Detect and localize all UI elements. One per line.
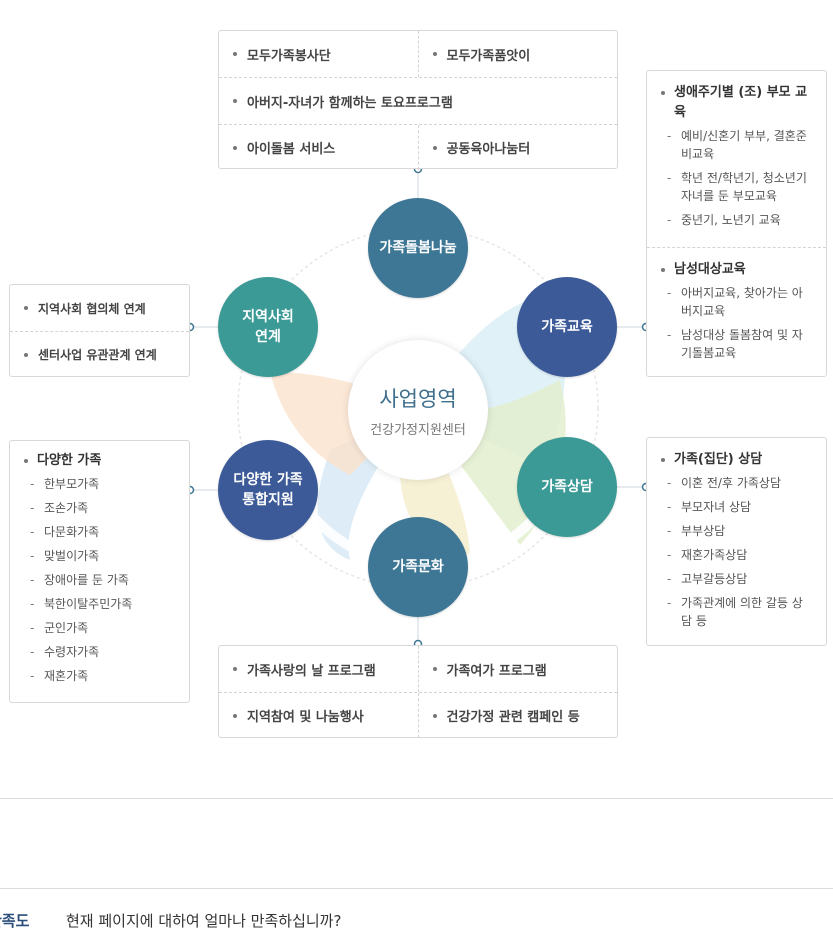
care-item: 아버지-자녀가 함께하는 토요프로그램 bbox=[219, 78, 617, 124]
counsel-section: 가족(집단) 상담 이혼 전/후 가족상담 부모자녀 상담 부부상담 재혼가족상… bbox=[647, 438, 826, 648]
list-item: 조손가족 bbox=[30, 499, 175, 517]
community-item: 지역사회 협의체 연계 bbox=[10, 285, 189, 331]
node-community-label: 지역사회 연계 bbox=[242, 309, 294, 345]
node-education: 가족교육 bbox=[517, 277, 617, 377]
center-subtitle: 건강가정지원센터 bbox=[370, 422, 466, 438]
culture-item: 가족여가 프로그램 bbox=[417, 646, 618, 692]
community-box: 지역사회 협의체 연계 센터사업 유관관계 연계 bbox=[9, 284, 190, 377]
node-care-label: 가족돌봄나눔 bbox=[379, 240, 457, 256]
center-hub: 사업영역 건강가정지원센터 bbox=[348, 340, 488, 480]
care-item: 공동육아나눔터 bbox=[417, 125, 618, 170]
center-title: 사업영역 bbox=[379, 386, 457, 411]
node-counsel: 가족상담 bbox=[517, 437, 617, 537]
diverse-title: 다양한 가족 bbox=[37, 453, 102, 468]
node-education-label: 가족교육 bbox=[541, 319, 593, 335]
list-item: 다문화가족 bbox=[30, 523, 175, 541]
education-section-title: 남성대상교육 bbox=[674, 262, 746, 277]
list-item: 부부상담 bbox=[667, 522, 812, 540]
list-item: 중년기, 노년기 교육 bbox=[667, 211, 812, 229]
culture-item: 가족사랑의 날 프로그램 bbox=[219, 646, 418, 692]
care-item: 모두가족봉사단 bbox=[219, 31, 418, 77]
education-section-title: 생애주기별 (조) 부모 교육 bbox=[674, 85, 808, 120]
list-item: 재혼가족 bbox=[30, 667, 175, 685]
list-item: 남성대상 돌봄참여 및 자기돌봄교육 bbox=[667, 326, 812, 362]
list-item: 예비/신혼기 부부, 결혼준비교육 bbox=[667, 127, 812, 163]
node-culture: 가족문화 bbox=[368, 517, 468, 617]
list-item: 이혼 전/후 가족상담 bbox=[667, 474, 812, 492]
list-item: 재혼가족상담 bbox=[667, 546, 812, 564]
culture-item: 지역참여 및 나눔행사 bbox=[219, 693, 418, 738]
list-item: 군인가족 bbox=[30, 619, 175, 637]
node-diverse-label: 다양한 가족 통합지원 bbox=[233, 472, 303, 508]
list-item: 고부갈등상담 bbox=[667, 570, 812, 588]
counsel-title: 가족(집단) 상담 bbox=[674, 452, 763, 467]
list-item: 장애아를 둔 가족 bbox=[30, 571, 175, 589]
diverse-section: 다양한 가족 한부모가족 조손가족 다문화가족 맞벌이가족 장애아를 둔 가족 … bbox=[10, 441, 189, 703]
list-item: 학년 전/학년기, 청소년기 자녀를 둔 부모교육 bbox=[667, 169, 812, 205]
diverse-box: 다양한 가족 한부모가족 조손가족 다문화가족 맞벌이가족 장애아를 둔 가족 … bbox=[9, 440, 190, 703]
care-box: 모두가족봉사단 모두가족품앗이 아버지-자녀가 함께하는 토요프로그램 아이돌봄… bbox=[218, 30, 618, 170]
list-item: 북한이탈주민가족 bbox=[30, 595, 175, 613]
list-item: 부모자녀 상담 bbox=[667, 498, 812, 516]
divider-top bbox=[0, 798, 833, 799]
education-box: 생애주기별 (조) 부모 교육 예비/신혼기 부부, 결혼준비교육 학년 전/학… bbox=[646, 70, 827, 377]
node-diverse: 다양한 가족 통합지원 bbox=[218, 440, 318, 540]
culture-box: 가족사랑의 날 프로그램 가족여가 프로그램 지역참여 및 나눔행사 건강가정 … bbox=[218, 645, 618, 738]
satisfaction-question: 현재 페이지에 대하여 얼마나 만족하십니까? bbox=[66, 912, 342, 930]
node-culture-label: 가족문화 bbox=[392, 559, 444, 575]
list-item: 아버지교육, 찾아가는 아버지교육 bbox=[667, 284, 812, 320]
divider-bottom bbox=[0, 888, 833, 889]
list-item: 한부모가족 bbox=[30, 475, 175, 493]
care-item: 아이돌봄 서비스 bbox=[219, 125, 418, 170]
list-item: 가족관계에 의한 갈등 상담 등 bbox=[667, 594, 812, 630]
list-item: 맞벌이가족 bbox=[30, 547, 175, 565]
education-section: 남성대상교육 아버지교육, 찾아가는 아버지교육 남성대상 돌봄참여 및 자기돌… bbox=[647, 248, 826, 380]
satisfaction-label: 만족도 bbox=[0, 912, 30, 930]
node-community: 지역사회 연계 bbox=[218, 277, 318, 377]
list-item: 수령자가족 bbox=[30, 643, 175, 661]
counsel-box: 가족(집단) 상담 이혼 전/후 가족상담 부모자녀 상담 부부상담 재혼가족상… bbox=[646, 437, 827, 646]
care-item: 모두가족품앗이 bbox=[417, 31, 618, 77]
node-care: 가족돌봄나눔 bbox=[368, 198, 468, 298]
node-counsel-label: 가족상담 bbox=[541, 479, 593, 495]
education-section: 생애주기별 (조) 부모 교육 예비/신혼기 부부, 결혼준비교육 학년 전/학… bbox=[647, 71, 826, 248]
culture-item: 건강가정 관련 캠페인 등 bbox=[417, 693, 618, 738]
community-item: 센터사업 유관관계 연계 bbox=[10, 332, 189, 377]
